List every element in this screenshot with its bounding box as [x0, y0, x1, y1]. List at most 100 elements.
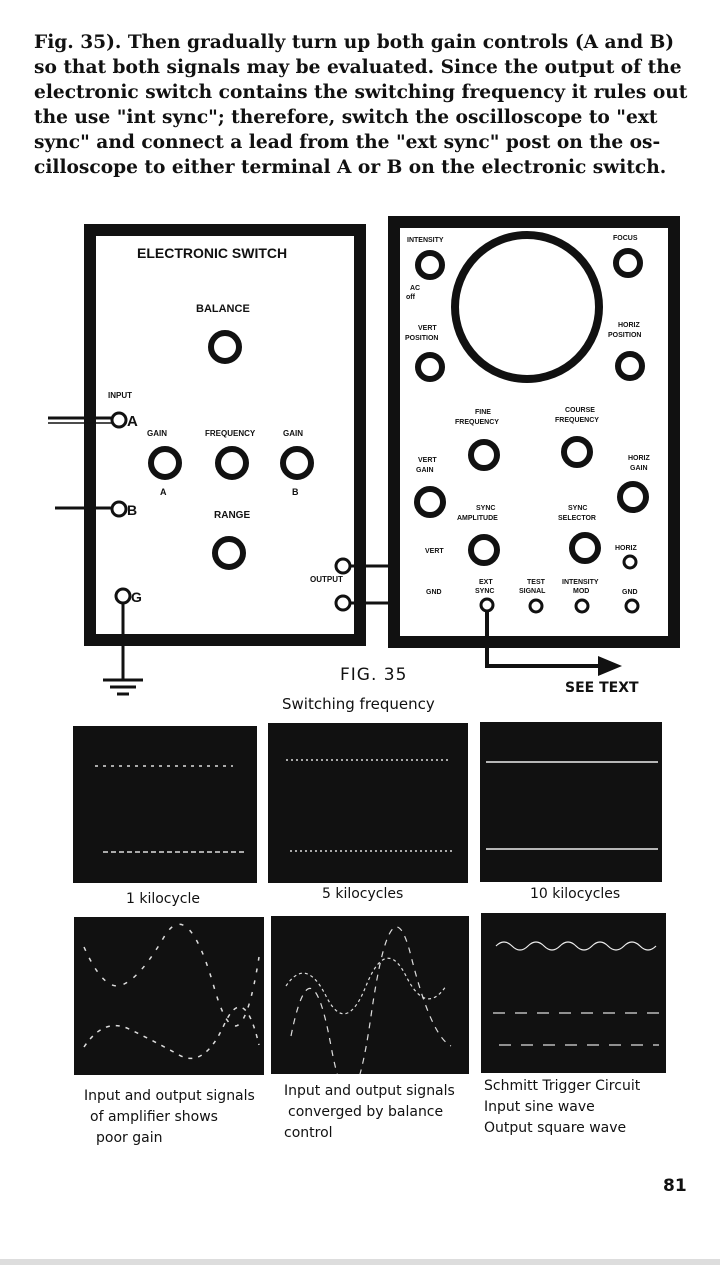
output-jack-1 [334, 557, 352, 575]
gain-left-label: GAIN [147, 429, 167, 438]
paragraph-line: Fig. 35). Then gradually turn up both ga… [34, 32, 675, 53]
fine-frequency-label-1: FINE [475, 409, 491, 416]
jack-b [110, 500, 128, 518]
trace-svg [493, 941, 659, 1046]
vert-gain-label-2: GAIN [416, 467, 434, 474]
horiz-gain-label-2: GAIN [630, 465, 648, 472]
vert-position-label-1: VERT [418, 325, 437, 332]
fine-frequency-knob [468, 439, 500, 471]
sync-amplitude-knob [468, 534, 500, 566]
paragraph-line: so that both signals may be evaluated. S… [34, 57, 682, 78]
scope-trace-poor-gain [74, 917, 264, 1075]
bottom-bar [0, 1259, 720, 1265]
caption-converged: Input and output signals converged by ba… [284, 1083, 455, 1141]
crt-screen [451, 231, 603, 383]
scope-trace-converged [271, 916, 469, 1095]
switch-panel [84, 224, 366, 646]
caption-1khz: 1 kilocycle [126, 891, 200, 907]
vert-position-label-2: POSITION [405, 335, 438, 342]
ext-sync-label-1: EXT [479, 579, 493, 586]
gnd-right-jack [624, 598, 640, 614]
range-knob [212, 536, 246, 570]
trace-svg [285, 926, 452, 1095]
jack-a [110, 411, 128, 429]
scope-trace-5khz [268, 723, 468, 883]
frequency-label: FREQUENCY [205, 429, 256, 438]
knob-a-label: A [160, 487, 167, 497]
vert-jack-label: VERT [425, 548, 444, 555]
horiz-position-label-1: HORIZ [618, 322, 641, 329]
intensity-mod-label-1: INTENSITY [562, 579, 599, 586]
sync-selector-knob [569, 532, 601, 564]
ext-sync-jack [479, 597, 495, 613]
vert-gain-label-1: VERT [418, 457, 437, 464]
vert-position-knob [415, 352, 445, 382]
paragraph-line: sync" and connect a lead from the "ext s… [34, 132, 661, 153]
see-text-label: SEE TEXT [565, 680, 639, 696]
switch-title: ELECTRONIC SWITCH [137, 245, 287, 261]
caption-10khz: 10 kilocycles [530, 886, 621, 902]
balance-label: BALANCE [196, 303, 250, 315]
focus-label: FOCUS [613, 235, 638, 242]
caption-schmitt: Schmitt Trigger Circuit Input sine wave … [484, 1078, 641, 1136]
ext-sync-label-2: SYNC [475, 588, 494, 595]
test-signal-jack [528, 598, 544, 614]
trace-svg [83, 923, 260, 1060]
balance-knob [208, 330, 242, 364]
body-paragraph: Fig. 35). Then gradually turn up both ga… [34, 30, 688, 180]
label-b: B [127, 502, 137, 518]
jack-g [114, 587, 132, 605]
paragraph-line: the use "int sync"; therefore, switch th… [34, 107, 658, 128]
scope-trace-10khz [480, 722, 662, 882]
figure-subtitle: Switching frequency [282, 695, 435, 713]
figure-title: FIG. 35 [340, 665, 408, 685]
caption-poor-gain: Input and output signals of amplifier sh… [84, 1088, 255, 1146]
off-label: off [406, 294, 416, 301]
fine-frequency-label-2: FREQUENCY [455, 419, 499, 426]
see-text-arrowhead [598, 656, 622, 676]
ext-sync-lead [485, 611, 600, 668]
horiz-gain-label-1: HORIZ [628, 455, 651, 462]
fig35-diagram: ELECTRONIC SWITCH BALANCE INPUT A GAIN F… [48, 216, 680, 696]
course-frequency-label-2: FREQUENCY [555, 417, 599, 424]
output-label: OUTPUT [310, 575, 343, 584]
course-frequency-knob [561, 436, 593, 468]
range-label: RANGE [214, 510, 250, 521]
test-signal-label-2: SIGNAL [519, 588, 546, 595]
sync-selector-label-2: SELECTOR [558, 515, 596, 522]
gain-right-label: GAIN [283, 429, 303, 438]
horiz-position-label-2: POSITION [608, 332, 641, 339]
paragraph-line: electronic switch contains the switching… [34, 82, 688, 103]
label-g: G [131, 589, 142, 605]
ac-label: AC [410, 285, 420, 292]
trace-svg [286, 759, 454, 852]
input-label: INPUT [108, 391, 132, 400]
test-signal-label-1: TEST [527, 579, 546, 586]
horiz-gain-knob [617, 481, 649, 513]
frequency-knob [215, 446, 249, 480]
paragraph-line: cilloscope to either terminal A or B on … [34, 157, 667, 178]
intensity-mod-label-2: MOD [573, 588, 589, 595]
horiz-position-knob [615, 351, 645, 381]
gnd-right-label: GND [622, 589, 638, 596]
sync-amplitude-label-2: AMPLITUDE [457, 515, 498, 522]
intensity-knob [415, 250, 445, 280]
trace-svg [486, 761, 658, 850]
vert-gain-knob [414, 486, 446, 518]
gain-a-knob [148, 446, 182, 480]
intensity-mod-jack [574, 598, 590, 614]
scope-trace-schmitt [481, 913, 666, 1073]
knob-b-label: B [292, 487, 299, 497]
caption-5khz: 5 kilocycles [322, 886, 404, 902]
focus-knob [613, 248, 643, 278]
label-a: A [127, 413, 138, 430]
gain-b-knob [280, 446, 314, 480]
horiz-jack-label: HORIZ [615, 545, 638, 552]
sync-amplitude-label-1: SYNC [476, 505, 495, 512]
scope-trace-1khz [73, 726, 257, 883]
horiz-jack [622, 554, 638, 570]
course-frequency-label-1: COURSE [565, 407, 595, 414]
sync-selector-label-1: SYNC [568, 505, 587, 512]
page-number: 81 [663, 1176, 687, 1196]
trace-svg [95, 765, 245, 853]
